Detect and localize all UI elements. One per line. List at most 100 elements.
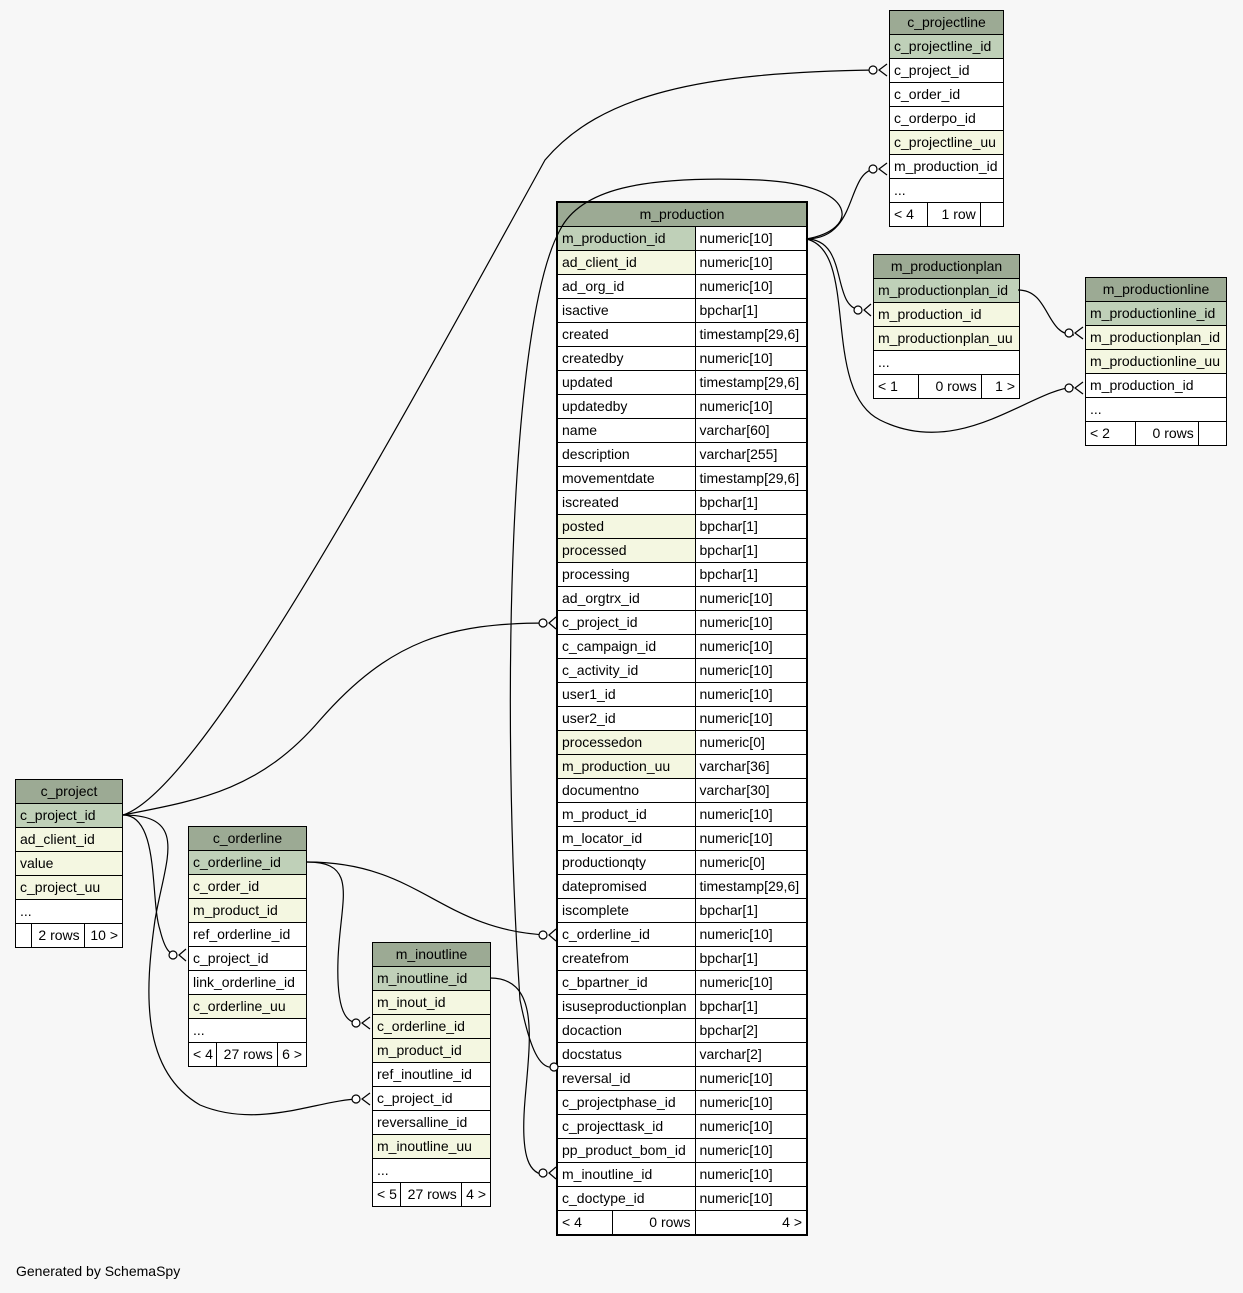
column-row[interactable]: m_productionplan_id — [873, 278, 1020, 303]
column-row[interactable]: ref_inoutline_id — [372, 1062, 491, 1087]
column-row[interactable]: m_production_id — [889, 154, 1004, 179]
column-row[interactable]: m_production_id — [1085, 373, 1227, 398]
column-row[interactable]: m_product_id — [188, 898, 307, 923]
parents-count[interactable]: < 1 — [872, 374, 920, 399]
table-title[interactable]: m_production — [557, 202, 807, 227]
column-row[interactable]: m_productionplan_id — [1085, 325, 1227, 350]
column-row[interactable]: m_product_id — [372, 1038, 491, 1063]
column-row[interactable]: c_order_id — [889, 82, 1004, 107]
table-title[interactable]: m_productionline — [1085, 277, 1227, 302]
children-count[interactable] — [1197, 421, 1228, 446]
children-count[interactable]: 10 > — [83, 923, 124, 948]
column-row[interactable]: m_productionline_id — [1085, 301, 1227, 326]
column-row[interactable]: ... — [889, 178, 1004, 203]
parents-count[interactable]: < 2 — [1084, 421, 1137, 446]
column-row[interactable]: ... — [188, 1018, 307, 1043]
children-count[interactable]: 4 > — [694, 1210, 808, 1235]
column-row[interactable]: ... — [372, 1158, 491, 1183]
children-count[interactable]: 6 > — [276, 1042, 308, 1067]
column-row[interactable]: c_order_id — [188, 874, 307, 899]
table-title[interactable]: c_projectline — [889, 10, 1004, 35]
column-row[interactable]: c_project_id — [188, 946, 307, 971]
column-row[interactable]: c_orderline_id — [372, 1014, 491, 1039]
column-row[interactable]: c_projectline_id — [889, 34, 1004, 59]
table-title[interactable]: c_project — [15, 779, 123, 804]
column-row[interactable]: c_project_id — [889, 58, 1004, 83]
column-row[interactable]: m_inout_id — [372, 990, 491, 1015]
parents-count[interactable]: < 5 — [371, 1182, 402, 1207]
column-row[interactable]: c_project_id — [15, 803, 123, 828]
column-row[interactable]: m_production_id — [873, 302, 1020, 327]
column-row[interactable]: m_inoutline_id — [372, 966, 491, 991]
column-row[interactable]: value — [15, 851, 123, 876]
children-count[interactable] — [979, 202, 1005, 227]
column-row[interactable]: m_inoutline_uu — [372, 1134, 491, 1159]
column-row[interactable]: link_orderline_id — [188, 970, 307, 995]
column-row[interactable]: ... — [873, 350, 1020, 375]
parents-count[interactable] — [14, 923, 33, 948]
column-row[interactable]: m_productionline_uu — [1085, 349, 1227, 374]
column-row[interactable]: c_orderline_id — [188, 850, 307, 875]
parents-count[interactable]: < 4 — [556, 1210, 614, 1235]
column-row[interactable]: c_project_uu — [15, 875, 123, 900]
column-row[interactable]: c_orderpo_id — [889, 106, 1004, 131]
parents-count[interactable]: < 4 — [187, 1042, 218, 1067]
column-row[interactable]: ... — [1085, 397, 1227, 422]
column-row[interactable]: reversalline_id — [372, 1110, 491, 1135]
column-row[interactable]: c_orderline_uu — [188, 994, 307, 1019]
parents-count[interactable]: < 4 — [888, 202, 929, 227]
column-row[interactable]: ... — [15, 899, 123, 924]
column-row[interactable]: ad_client_id — [15, 827, 123, 852]
column-row[interactable]: c_project_id — [372, 1086, 491, 1111]
children-count[interactable]: 1 > — [980, 374, 1021, 399]
table-title[interactable]: m_inoutline — [372, 942, 491, 967]
children-count[interactable]: 4 > — [460, 1182, 492, 1207]
table-title[interactable]: m_productionplan — [873, 254, 1020, 279]
column-row[interactable]: ref_orderline_id — [188, 922, 307, 947]
